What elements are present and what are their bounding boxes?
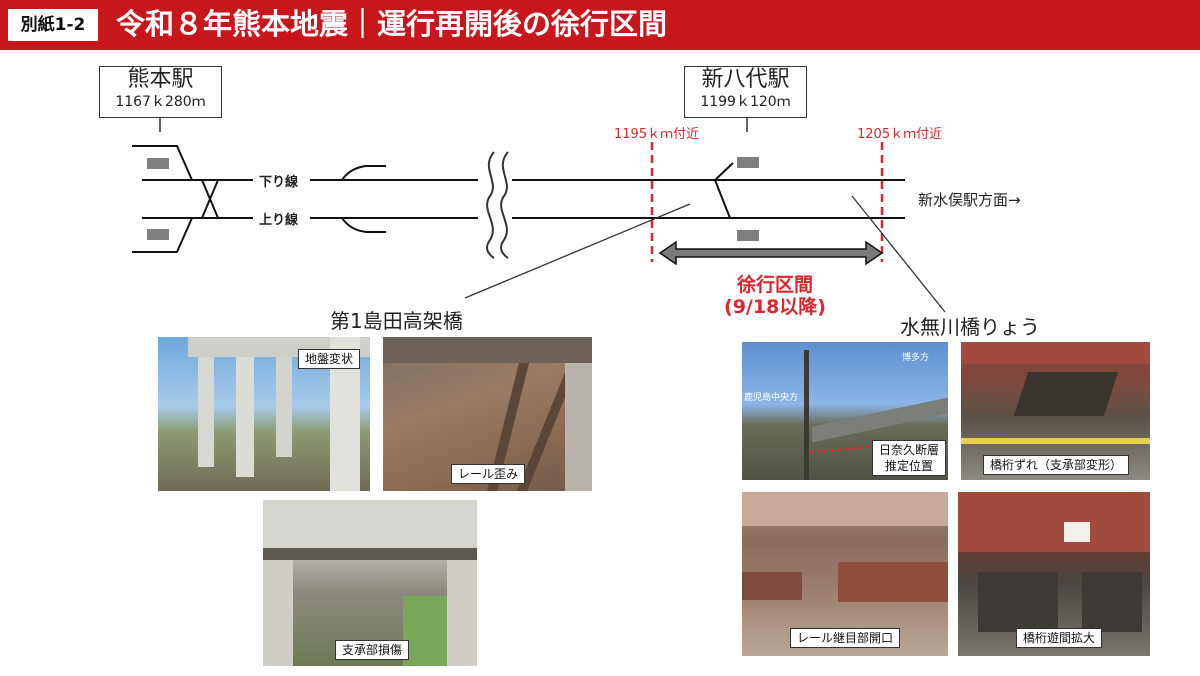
bearing-shoe — [1013, 372, 1119, 416]
marker-label-1195: 1195ｋｍ付近 — [614, 127, 700, 142]
viaduct-pier — [198, 357, 214, 467]
station-km: 1167ｋ280ｍ — [115, 94, 206, 110]
bearing-block — [1082, 572, 1142, 632]
pointer-shimada — [464, 203, 691, 299]
station-name: 新八代駅 — [701, 67, 790, 92]
bearing-block — [978, 572, 1058, 632]
rail-deck — [383, 337, 592, 363]
fault-trace — [809, 445, 883, 453]
platform-kumamoto-lower — [147, 229, 169, 240]
kumamoto-siding-lower — [132, 217, 193, 253]
caption-fault-location: 日奈久断層 推定位置 — [872, 440, 947, 476]
measuring-tape — [961, 438, 1150, 444]
document-tag: 別紙1-2 — [8, 9, 98, 41]
direction-label: 新水俣駅方面→ — [918, 191, 1021, 209]
slow-zone-date: (9/18以降) — [724, 296, 826, 318]
header-bar: 別紙1-2 令和８年熊本地震｜運行再開後の徐行区間 — [0, 0, 1200, 50]
pointer-minamata — [851, 195, 946, 313]
site-title-shimada: 第1島田高架橋 — [330, 309, 463, 333]
photo-rail-joint-gap: レール継目部開口 — [742, 492, 948, 656]
crossover-2 — [201, 179, 219, 219]
station-kumamoto: 熊本駅 1167ｋ280ｍ — [99, 66, 222, 118]
caption-girder-shift: 橋桁ずれ（支承部変形） — [983, 455, 1130, 475]
platform-kumamoto-upper — [147, 158, 169, 169]
photo-girder-gap: 橋桁遊間拡大 — [958, 492, 1150, 656]
photo-fault-location: 鹿児島中央方 博多方 日奈久断層 推定位置 — [742, 342, 948, 480]
pier-column — [263, 560, 293, 666]
walkway — [565, 363, 592, 491]
gap-light — [1064, 522, 1090, 542]
photo-ground-deformation: 地盤変状 — [158, 337, 370, 491]
station-shinyatsushiro: 新八代駅 1199ｋ120ｍ — [684, 66, 807, 118]
note-kagoshima: 鹿児島中央方 — [744, 393, 799, 403]
photo-bearing-damage: 支承部損傷 — [263, 500, 477, 666]
girder-soffit — [263, 500, 477, 548]
up-line-label: 上り線 — [259, 213, 299, 228]
station-km: 1199ｋ120ｍ — [700, 94, 791, 110]
girder-flange — [961, 342, 1150, 364]
platform-shinyatsushiro-lower — [737, 230, 759, 241]
break-symbol-left — [486, 151, 495, 259]
utility-pole — [804, 350, 809, 480]
rail-fastener — [838, 562, 948, 602]
bearing-plate — [263, 548, 477, 560]
rice-field — [403, 596, 447, 666]
caption-bearing-damage: 支承部損傷 — [335, 640, 410, 660]
caption-rail-distortion: レール歪み — [451, 464, 526, 484]
branch-lower — [341, 217, 386, 233]
photo-girder-shift: 橋桁ずれ（支承部変形） — [961, 342, 1150, 480]
photo-rail-distortion: レール歪み — [383, 337, 592, 491]
platform-shinyatsushiro-upper — [737, 157, 759, 168]
rail-fastener — [742, 572, 802, 600]
marker-label-1205: 1205ｋｍ付近 — [857, 127, 943, 142]
caption-rail-joint-gap: レール継目部開口 — [790, 628, 901, 648]
viaduct-pier — [276, 357, 292, 457]
branch-upper — [341, 165, 386, 181]
station-name: 熊本駅 — [127, 67, 194, 92]
viaduct-pier — [236, 357, 254, 477]
caption-girder-gap: 橋桁遊間拡大 — [1016, 628, 1103, 648]
girder-underside — [742, 492, 948, 526]
site-title-minamata: 水無川橋りょう — [900, 315, 1040, 339]
break-symbol-right — [500, 151, 509, 259]
pier-column — [447, 560, 477, 666]
shinyatsushiro-turnout — [713, 162, 734, 219]
girder-web — [958, 492, 1150, 552]
page-title: 令和８年熊本地震｜運行再開後の徐行区間 — [116, 7, 668, 41]
down-line-label: 下り線 — [259, 175, 299, 190]
slow-zone-arrow — [658, 240, 884, 266]
note-hakata: 博多方 — [902, 353, 930, 363]
kumamoto-siding-upper — [132, 145, 193, 181]
caption-ground-deformation: 地盤変状 — [298, 349, 361, 369]
slow-zone-title: 徐行区間 — [736, 274, 813, 296]
